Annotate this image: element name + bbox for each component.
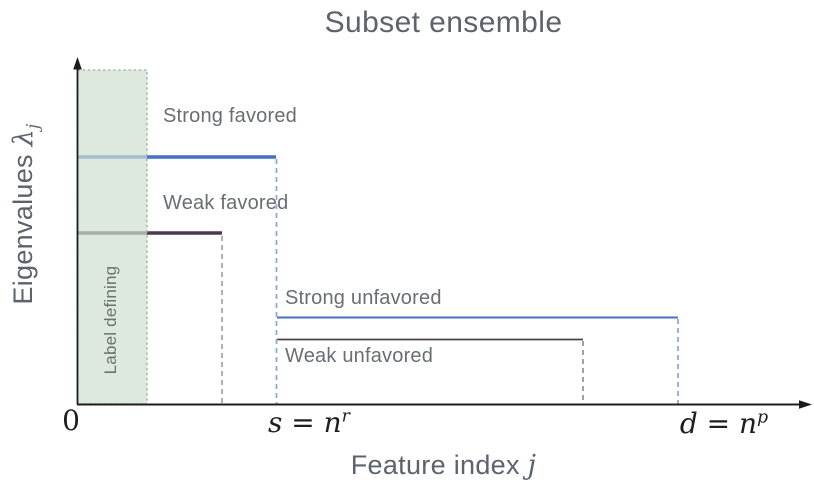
weak-unfavored-label: Weak unfavored: [285, 345, 434, 367]
tick-s: s = nr: [268, 406, 350, 439]
lambda-symbol: λj: [8, 123, 43, 147]
weak-favored-label: Weak favored: [163, 192, 289, 214]
tick-d: d = np: [679, 407, 769, 440]
y-axis-label-text: Eigenvalues: [8, 146, 38, 305]
y-axis-arrow-icon: [73, 57, 82, 70]
figure-title: Subset ensemble: [324, 6, 563, 39]
tick-origin: 0: [62, 404, 80, 437]
x-axis-label: Feature index j: [77, 450, 810, 481]
x-axis-label-text: Feature index: [350, 450, 528, 480]
strong-unfavored-label: Strong unfavored: [285, 287, 442, 309]
strong-favored-label: Strong favored: [163, 105, 297, 127]
label-defining-text: Label defining: [101, 265, 120, 375]
label-defining-region: [76, 69, 148, 405]
x-axis-arrow-icon: [799, 400, 812, 409]
feature-index-symbol: j: [527, 450, 537, 481]
y-axis-label: Eigenvalues λj: [8, 64, 44, 364]
